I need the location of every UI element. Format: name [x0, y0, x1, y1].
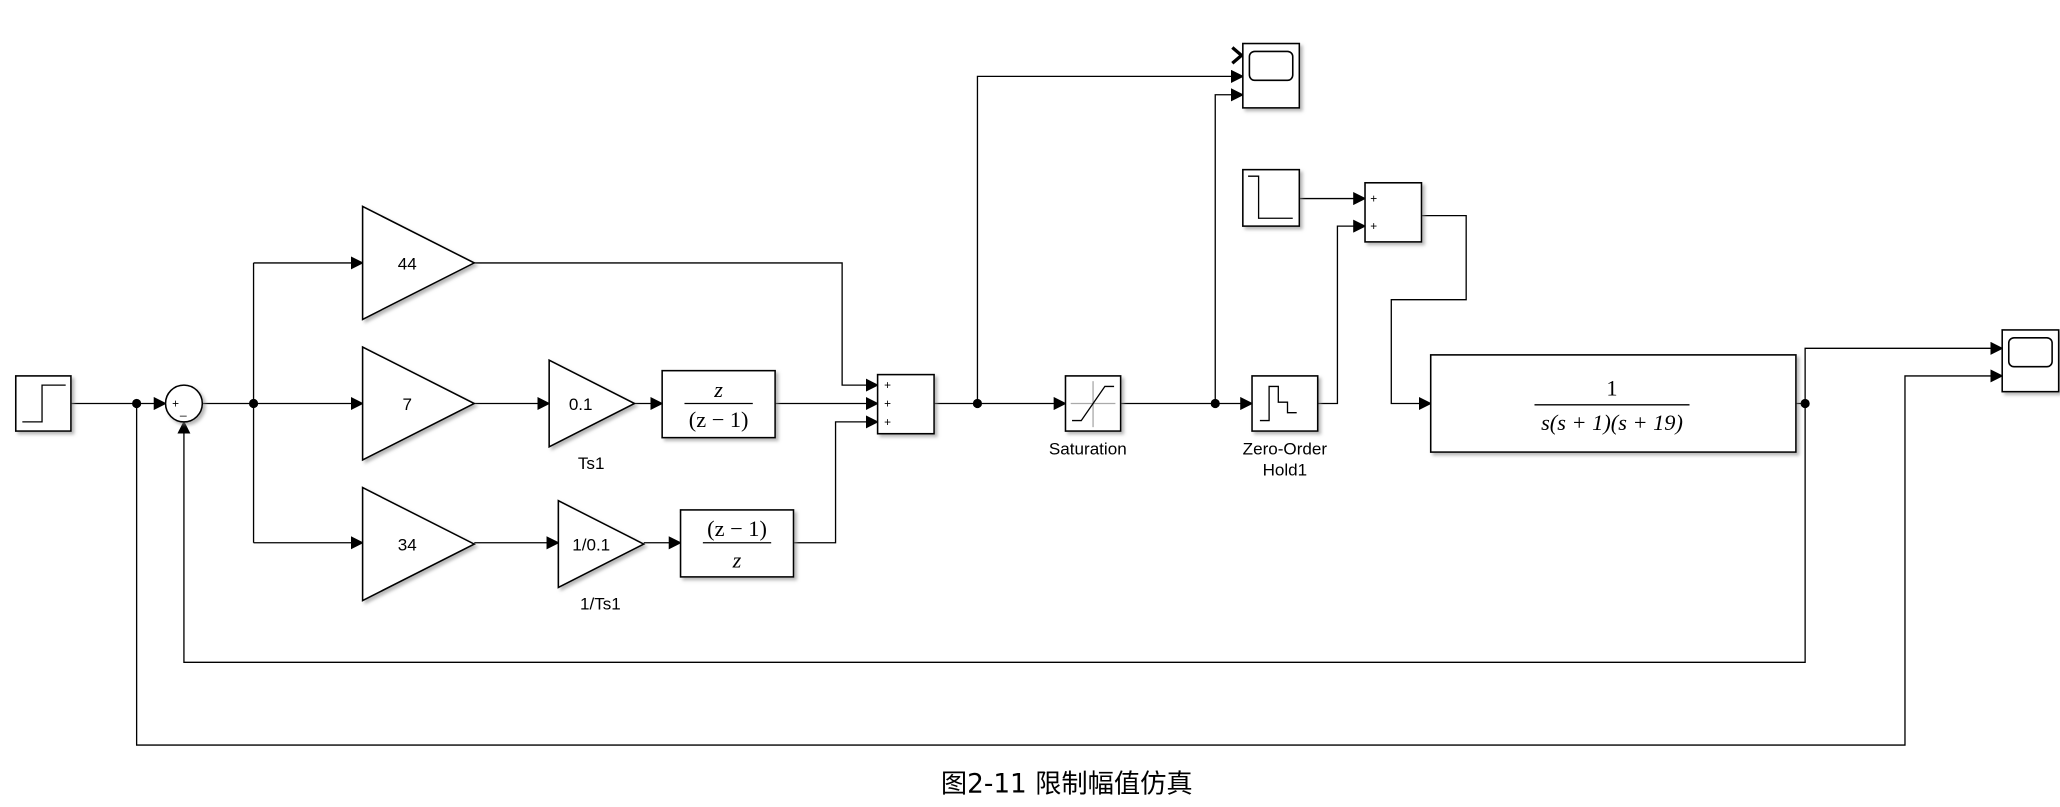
gain-7-block[interactable]: 7 — [361, 345, 477, 462]
step-icon — [22, 384, 66, 423]
sum-sign-plus: + — [172, 396, 179, 410]
tf-denominator: (z − 1) — [689, 407, 749, 432]
gain-34-block[interactable]: 34 — [361, 486, 477, 602]
step-down-icon — [1248, 175, 1293, 219]
tf-denominator: s(s + 1)(s + 19) — [1541, 410, 1683, 435]
plant-transfer-function-block[interactable]: 1 s(s + 1)(s + 19) — [1429, 354, 1797, 453]
block-name: Ts1 — [578, 454, 605, 473]
gain-value: 34 — [398, 536, 417, 555]
saturation-block[interactable]: Saturation — [1049, 375, 1127, 459]
gain-inv-ts1-block[interactable]: 1/0.1 1/Ts1 — [557, 499, 646, 614]
sum-sign-minus: _ — [179, 403, 187, 417]
branch-points — [132, 398, 1810, 409]
scope-2-block[interactable] — [2001, 329, 2060, 393]
gain-ts1-block[interactable]: 0.1 Ts1 — [548, 358, 637, 473]
step-block[interactable] — [14, 375, 72, 432]
sum-sign: + — [884, 378, 891, 392]
disturbance-sum-block[interactable]: + + — [1364, 181, 1423, 243]
gain-value: 1/0.1 — [572, 536, 610, 555]
signal-lines — [70, 46, 2004, 746]
gain-value: 0.1 — [569, 395, 593, 414]
scope-1-block[interactable] — [1242, 42, 1301, 109]
block-name: Zero-Order — [1243, 440, 1328, 459]
gain-value: 44 — [398, 254, 417, 273]
tf-denominator: z — [732, 548, 742, 573]
disturbance-step-block[interactable] — [1242, 168, 1301, 227]
gain-44-block[interactable]: 44 — [361, 205, 477, 321]
figure-caption: 图2-11 限制幅值仿真 — [941, 769, 1193, 799]
pid-sum-block[interactable]: + + + — [876, 373, 935, 435]
discrete-integrator-tf-block[interactable]: z (z − 1) — [661, 369, 776, 439]
saturation-icon — [1070, 381, 1116, 428]
block-name: Hold1 — [1263, 461, 1308, 480]
zoh-icon — [1259, 385, 1297, 422]
tf-numerator: 1 — [1606, 376, 1617, 401]
sum-sign: + — [884, 415, 891, 429]
scope-icon — [1248, 50, 1294, 82]
scope-icon — [2007, 337, 2053, 368]
block-name: Saturation — [1049, 440, 1127, 459]
zero-order-hold-block[interactable]: Zero-Order Hold1 — [1243, 375, 1328, 480]
tf-numerator: (z − 1) — [707, 516, 767, 541]
discrete-derivative-tf-block[interactable]: (z − 1) z — [679, 509, 795, 578]
block-name: 1/Ts1 — [580, 595, 621, 614]
tf-numerator: z — [713, 377, 723, 402]
sum-sign: + — [1370, 191, 1377, 205]
error-sum-block[interactable]: + _ — [164, 384, 204, 423]
sum-sign: + — [1370, 219, 1377, 233]
gain-value: 7 — [403, 395, 413, 414]
sum-sign: + — [884, 396, 891, 410]
